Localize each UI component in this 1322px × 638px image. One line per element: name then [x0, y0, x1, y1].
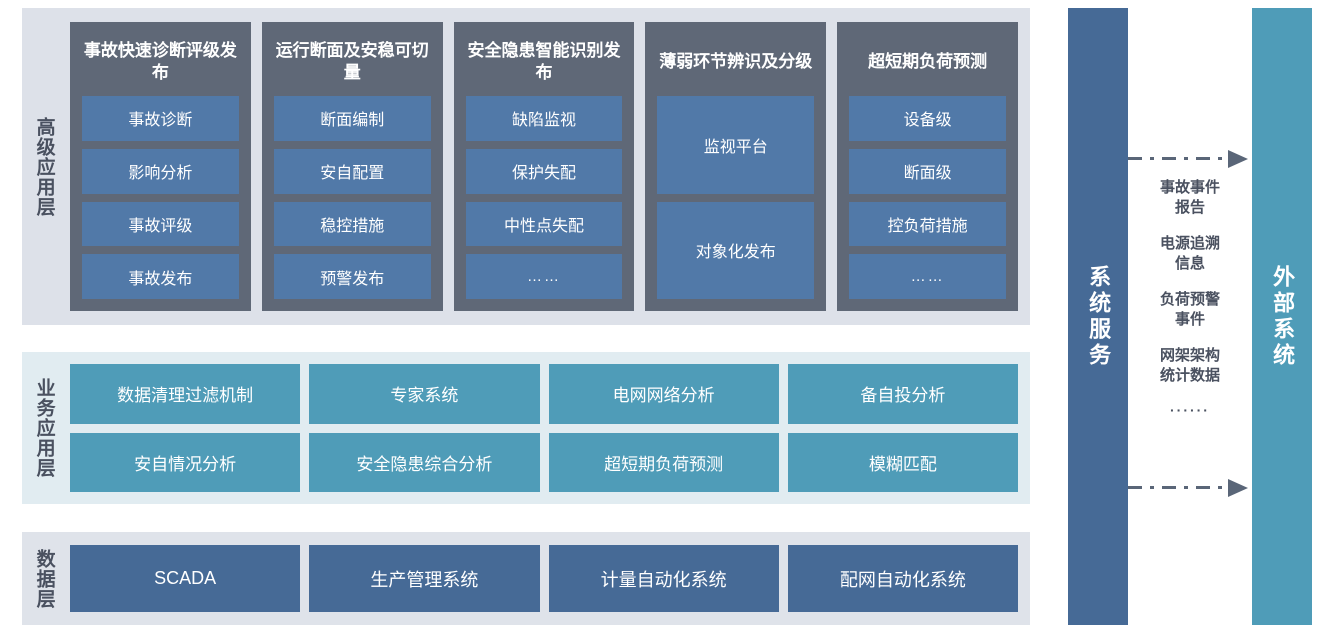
layer-stack: 高级应用层 事故快速诊断评级发布 事故诊断 影响分析 事故评级 事故发布 运行断…: [22, 8, 1030, 625]
chip-item[interactable]: 缺陷监视: [465, 96, 623, 141]
chip-item[interactable]: 监视平台: [657, 96, 815, 194]
chip-item[interactable]: 对象化发布: [657, 201, 815, 299]
data-source-production-mgmt[interactable]: 生产管理系统: [309, 545, 540, 612]
flow-label-accident-report: 事故事件 报告: [1159, 179, 1220, 216]
business-cell[interactable]: 备自投分析: [787, 364, 1018, 424]
column-items: 断面编制 安自配置 稳控措施 预警发布: [273, 96, 431, 299]
chip-item[interactable]: 影响分析: [82, 148, 239, 194]
column-items: 事故诊断 影响分析 事故评级 事故发布: [82, 96, 239, 299]
column-safety-hazard[interactable]: 安全隐患智能识别发布 缺陷监视 保护失配 中性点失配 ……: [453, 22, 635, 311]
column-operating-section[interactable]: 运行断面及安稳可切量 断面编制 安自配置 稳控措施 预警发布: [261, 22, 443, 311]
column-weak-link[interactable]: 薄弱环节辨识及分级 监视平台 对象化发布: [645, 22, 827, 311]
business-row: 安自情况分析 安全隐患综合分析 超短期负荷预测 模糊匹配: [70, 432, 1018, 492]
flow-label-list: 事故事件 报告 电源追溯 信息 负荷预警 事件 网架架构 统计数据 ······: [1128, 178, 1252, 418]
arrow-line: [1128, 157, 1232, 160]
business-cell[interactable]: 专家系统: [309, 364, 540, 424]
data-layer-items: SCADA 生产管理系统 计量自动化系统 配网自动化系统: [66, 532, 1030, 625]
column-title: 超短期负荷预测: [868, 52, 988, 72]
column-items: 监视平台 对象化发布: [657, 96, 815, 299]
advanced-layer-label: 高级应用层: [33, 116, 55, 217]
arrow-head-icon: [1228, 150, 1248, 168]
flow-label-power-trace-info: 电源追溯 信息: [1159, 235, 1220, 272]
chip-item[interactable]: 事故发布: [82, 254, 239, 299]
business-cell[interactable]: 超短期负荷预测: [548, 432, 779, 492]
chip-item[interactable]: 事故评级: [82, 201, 239, 247]
data-source-distribution-automation[interactable]: 配网自动化系统: [787, 545, 1018, 612]
arrow-head-icon: [1228, 479, 1248, 497]
chip-item-ellipsis[interactable]: ……: [849, 254, 1006, 299]
column-accident-diagnosis[interactable]: 事故快速诊断评级发布 事故诊断 影响分析 事故评级 事故发布: [70, 22, 251, 311]
column-title: 薄弱环节辨识及分级: [659, 52, 813, 72]
chip-item[interactable]: 事故诊断: [82, 96, 239, 141]
flow-label-ellipsis: ······: [1170, 402, 1210, 418]
chip-item[interactable]: 保护失配: [465, 148, 623, 194]
chip-item[interactable]: 预警发布: [273, 254, 431, 299]
business-cell[interactable]: 安自情况分析: [70, 432, 301, 492]
chip-item[interactable]: 安自配置: [273, 148, 431, 194]
column-title: 运行断面及安稳可切量: [275, 41, 429, 82]
data-source-metering-automation[interactable]: 计量自动化系统: [548, 545, 779, 612]
flow-label-load-warning-event: 负荷预警 事件: [1159, 291, 1220, 328]
advanced-layer-columns: 事故快速诊断评级发布 事故诊断 影响分析 事故评级 事故发布 运行断面及安稳可切…: [66, 8, 1030, 325]
external-system-column[interactable]: 外部系统: [1252, 8, 1312, 625]
chip-item[interactable]: 中性点失配: [465, 201, 623, 247]
chip-item[interactable]: 控负荷措施: [849, 201, 1006, 247]
column-title: 安全隐患智能识别发布: [467, 41, 621, 82]
business-row: 数据清理过滤机制 专家系统 电网网络分析 备自投分析: [70, 364, 1018, 424]
arrow-line: [1128, 486, 1232, 489]
data-layer-label: 数据层: [33, 548, 55, 609]
flow-label-grid-structure-stats: 网架架构 统计数据: [1159, 347, 1220, 384]
chip-item[interactable]: 设备级: [849, 96, 1006, 141]
flow-arrow-bottom: [1128, 479, 1252, 497]
column-title: 事故快速诊断评级发布: [83, 41, 237, 82]
data-layer: 数据层 SCADA 生产管理系统 计量自动化系统 配网自动化系统: [22, 532, 1030, 625]
business-layer-label: 业务应用层: [33, 378, 55, 478]
column-ultrashort-load-forecast[interactable]: 超短期负荷预测 设备级 断面级 控负荷措施 ……: [837, 22, 1018, 311]
column-items: 设备级 断面级 控负荷措施 ……: [849, 96, 1006, 299]
chip-item[interactable]: 断面级: [849, 148, 1006, 194]
business-cell[interactable]: 数据清理过滤机制: [70, 364, 301, 424]
chip-item[interactable]: 稳控措施: [273, 201, 431, 247]
advanced-application-layer: 高级应用层 事故快速诊断评级发布 事故诊断 影响分析 事故评级 事故发布 运行断…: [22, 8, 1030, 325]
data-source-scada[interactable]: SCADA: [70, 545, 301, 612]
business-cell[interactable]: 电网网络分析: [548, 364, 779, 424]
business-application-layer: 业务应用层 数据清理过滤机制 专家系统 电网网络分析 备自投分析 安自情况分析 …: [22, 352, 1030, 504]
chip-item-ellipsis[interactable]: ……: [465, 254, 623, 299]
flow-area: 事故事件 报告 电源追溯 信息 负荷预警 事件 网架架构 统计数据 ······: [1128, 8, 1252, 625]
system-service-column[interactable]: 系统服务: [1068, 8, 1128, 625]
business-cell[interactable]: 模糊匹配: [787, 432, 1018, 492]
business-layer-grid: 数据清理过滤机制 专家系统 电网网络分析 备自投分析 安自情况分析 安全隐患综合…: [66, 352, 1030, 504]
flow-arrow-top: [1128, 150, 1252, 168]
chip-item[interactable]: 断面编制: [273, 96, 431, 141]
business-cell[interactable]: 安全隐患综合分析: [309, 432, 540, 492]
column-items: 缺陷监视 保护失配 中性点失配 ……: [465, 96, 623, 299]
